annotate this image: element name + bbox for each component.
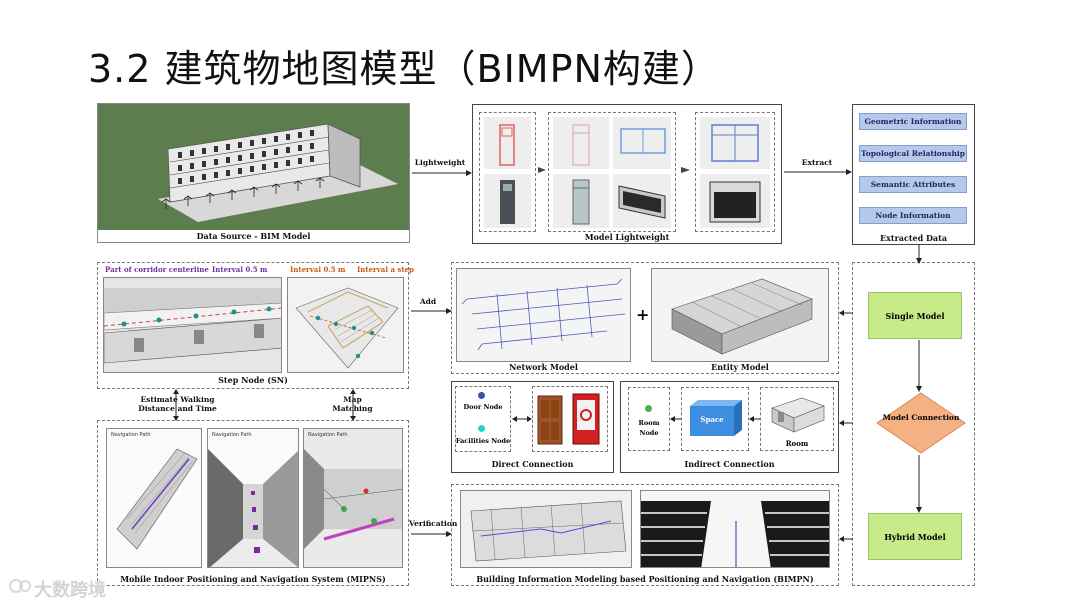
bimpn-panel	[451, 484, 839, 586]
semantic-attributes-box: Semantic Attributes	[859, 176, 967, 193]
network-entity-panel	[451, 262, 839, 374]
topological-relationship-box: Topological Relationship	[859, 145, 967, 162]
node-information-box: Node Information	[859, 207, 967, 224]
interval-step-label: Interval a step	[357, 265, 414, 274]
navigation-path-tag-3: Navigation Path	[308, 432, 348, 438]
double-window-render	[700, 174, 770, 228]
single-down-arrow	[916, 340, 922, 392]
corridor-centerline-label: Part of corridor centerline	[105, 265, 209, 274]
single-to-entity-arrow	[839, 310, 853, 316]
map-matching-arrows	[350, 389, 356, 421]
watermark-logo	[8, 576, 32, 596]
estimate-walking-label: Estimate Walking Distance and Time	[138, 395, 217, 413]
model-connection-diamond	[876, 392, 966, 454]
direct-nodes-box	[455, 386, 511, 452]
network-model-caption: Network Model	[509, 362, 578, 372]
lightweight-arrow	[412, 170, 472, 176]
door-wireframe	[484, 117, 531, 169]
watermark-text: 大数跨境	[34, 580, 106, 601]
plus-sign: +	[636, 305, 650, 324]
door-and-cabinet-image	[537, 393, 600, 445]
space-cube	[690, 400, 742, 436]
indirect-connection-panel	[620, 381, 839, 473]
room-node-dot	[645, 405, 652, 412]
hybrid-to-bimpn-arrow	[839, 536, 853, 542]
door-group	[479, 112, 536, 232]
single-model-label: Single Model	[885, 311, 945, 321]
interval-05-right-label: Interval 0.5 m	[290, 265, 346, 274]
bim-model-image: Data Source - BIM Model	[97, 103, 410, 243]
lightweight-label: Lightweight	[414, 158, 466, 167]
model-lightweight-caption: Model Lightweight	[584, 232, 670, 242]
verification-arrow	[411, 531, 452, 537]
space-box	[681, 387, 749, 451]
room-node-label: Room Node	[638, 419, 660, 437]
facilities-node-label: Facilities Node	[455, 437, 511, 445]
room-label: Room	[785, 439, 809, 448]
double-window-group	[695, 112, 775, 232]
window-render	[613, 174, 671, 228]
verification-label: Verification	[409, 519, 458, 528]
extract-arrow	[784, 169, 852, 175]
model-flow-panel	[852, 262, 975, 586]
door-node-label: Door Node	[463, 403, 503, 411]
space-to-room-arrow	[749, 416, 761, 422]
bimpn-image-2	[640, 490, 830, 568]
mipns-screen-3: Navigation Path	[303, 428, 403, 568]
door-node-dot	[478, 392, 485, 399]
mipns-caption: Mobile Indoor Positioning and Navigation…	[120, 574, 386, 584]
entity-model-caption: Entity Model	[711, 362, 769, 372]
extract-label: Extract	[801, 158, 833, 167]
direct-connection-caption: Direct Connection	[491, 459, 574, 469]
navigation-path-tag-2: Navigation Path	[212, 432, 252, 438]
step-node-caption: Step Node (SN)	[218, 375, 288, 385]
geometric-information-box: Geometric Information	[859, 113, 967, 130]
bimpn-caption: Building Information Modeling based Posi…	[476, 574, 814, 584]
direct-objects-box	[532, 386, 608, 452]
window-group	[548, 112, 676, 232]
connection-to-indirect-arrow	[839, 420, 853, 426]
interval-05-left-label: Interval 0.5 m	[212, 265, 268, 274]
direct-link-arrow	[512, 416, 532, 422]
single-model-box: Single Model	[868, 292, 962, 339]
mipns-panel	[97, 420, 409, 586]
extract-down-arrow	[916, 244, 922, 264]
mipns-screen-1: Navigation Path	[106, 428, 202, 568]
extracted-data-caption: Extracted Data	[880, 233, 947, 243]
facilities-node-dot	[478, 425, 485, 432]
add-label: Add	[419, 297, 437, 306]
navigation-path-tag-1: Navigation Path	[111, 432, 151, 438]
bimpn-image-1	[460, 490, 632, 568]
model-lightweight-panel: Model Lightweight	[472, 104, 782, 244]
double-window-wireframe	[700, 117, 770, 169]
window-wireframe	[613, 117, 671, 169]
indirect-connection-caption: Indirect Connection	[684, 459, 775, 469]
room-node-to-space-arrow	[670, 416, 682, 422]
model-connection-label: Model Connection	[882, 413, 960, 422]
room-node-box	[628, 387, 670, 451]
glass-door-wireframe	[553, 117, 609, 169]
glass-door-render	[553, 174, 609, 228]
stair-image	[287, 277, 404, 373]
step-node-panel	[97, 262, 409, 389]
connection-down-arrow	[916, 455, 922, 513]
entity-model-image	[651, 268, 829, 362]
corridor-image	[103, 277, 282, 373]
hybrid-model-label: Hybrid Model	[884, 532, 946, 542]
space-label: Space	[700, 415, 724, 424]
room-image	[771, 397, 825, 433]
estimate-arrows	[173, 389, 179, 421]
direct-connection-panel	[451, 381, 614, 473]
page-title: 3.2 建筑物地图模型（BIMPN构建）	[88, 47, 720, 91]
mipns-screen-2: Navigation Path	[207, 428, 299, 568]
room-box	[760, 387, 834, 451]
add-arrow	[411, 308, 452, 314]
bim-model-caption: Data Source - BIM Model	[98, 230, 409, 242]
hybrid-model-box: Hybrid Model	[868, 513, 962, 560]
network-model-image	[456, 268, 631, 362]
door-render	[484, 174, 531, 228]
